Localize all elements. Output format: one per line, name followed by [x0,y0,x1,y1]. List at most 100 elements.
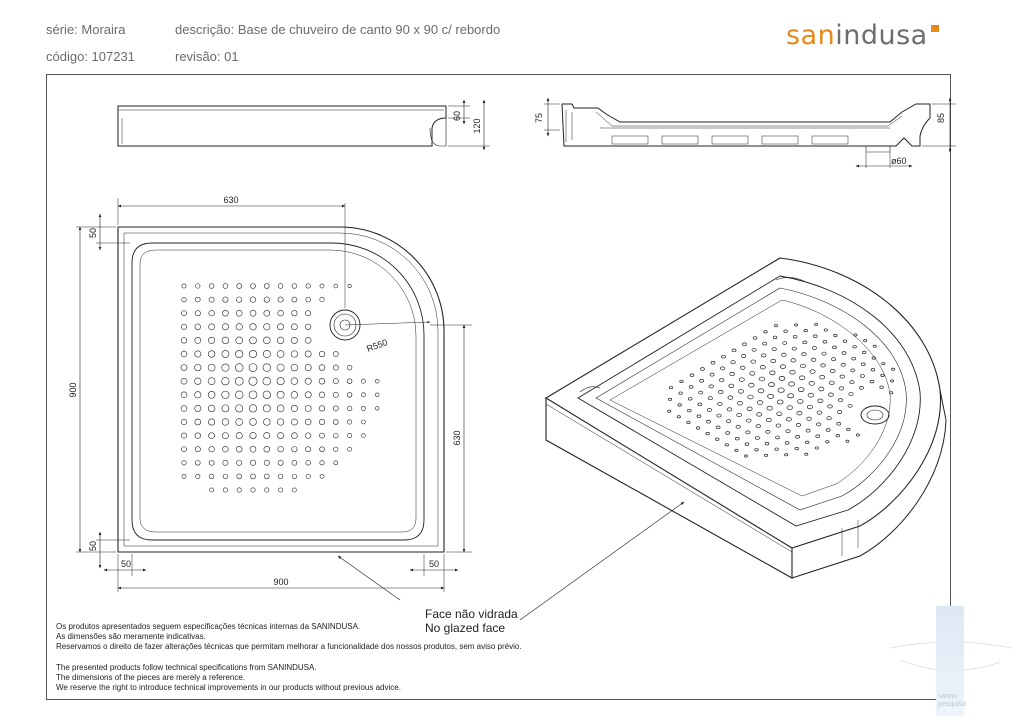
iso-dot [765,429,771,434]
iso-dot [802,340,808,345]
plan-dot [318,405,326,412]
plan-dot [346,378,353,384]
plan-dot [305,446,312,453]
iso-dot [879,385,884,389]
iso-dot [755,436,760,440]
plan-dot [207,350,216,358]
plan-dot [332,405,339,412]
plan-dot [276,350,285,358]
code-label: código: 107231 [46,49,135,64]
logo-part-san: san [786,20,836,51]
plan-dot [319,474,325,479]
dim-side-75: 75 [534,113,544,123]
iso-dot [758,376,766,382]
plan-dot [319,297,325,303]
iso-dot [718,390,724,395]
iso-dot [771,347,777,352]
note-pt-2: As dimensões são meramente indicativas. [56,632,206,641]
iso-dot [745,430,751,435]
iso-dot [870,368,876,372]
plan-dot [235,418,243,426]
iso-dot [687,397,693,401]
plan-dot [305,473,311,479]
plan-dot [361,433,366,438]
iso-dot [725,431,731,435]
plan-dot [195,473,201,479]
plan-dot [208,432,215,439]
iso-dot [697,402,703,407]
no-glazed-face-callout: Face não vidrada No glazed face [425,607,518,635]
plan-dot [333,460,339,466]
plan-dot [263,296,270,303]
plan-dot [249,309,257,317]
iso-dot [776,399,784,405]
plan-dot [264,487,270,493]
plan-dot [222,309,229,317]
iso-dot [806,404,813,410]
iso-dot [738,377,745,382]
plan-dot [277,283,284,289]
iso-dot [811,346,817,350]
iso-dot [803,329,808,333]
iso-dot [677,403,682,407]
iso-dot [781,352,787,357]
iso-dot [767,393,774,399]
iso-dot [890,379,895,383]
iso-dot [746,406,753,411]
plan-dot [290,363,299,372]
plan-dot [222,296,229,303]
iso-dot [823,328,828,332]
plan-dot [290,336,298,344]
iso-dot [814,322,819,326]
iso-dot [862,350,867,354]
iso-dot [786,417,792,422]
isometric-anti-slip-dots [667,322,895,458]
logo-part-indusa: indusa [835,20,928,51]
plan-dot [318,364,326,371]
plan-dot [221,323,229,331]
plan-dot [347,419,353,425]
iso-dot [750,359,756,364]
watermark-text: sannu pesquisa [938,693,966,709]
iso-dot [797,399,804,404]
iso-dot [786,405,793,410]
iso-dot [848,392,854,396]
dim-drain-diameter: ø60 [891,156,907,166]
iso-dot [734,448,739,452]
iso-dot [695,426,701,430]
iso-dot [716,413,722,418]
plan-dot [304,377,312,385]
iso-dot [724,443,729,447]
callout-text-pt: Face não vidrada [425,607,518,621]
note-en-3: We reserve the right to introduce techni… [56,683,401,692]
plan-dot [262,390,271,399]
iso-dot [849,380,855,385]
isometric-view [337,257,947,621]
plan-dot [249,445,257,453]
plan-dot [249,296,257,303]
iso-dot [840,362,846,367]
iso-dot [850,368,856,373]
description-label: descrição: Base de chuveiro de canto 90 … [175,22,501,37]
iso-dot [871,356,876,360]
plan-dot [318,378,326,385]
iso-dot [720,366,726,371]
plan-dot [332,351,339,357]
iso-dot [728,383,735,388]
iso-dot [846,427,851,432]
iso-dot [815,434,820,438]
iso-dot [731,348,737,353]
iso-dot [842,339,848,343]
iso-dot [845,439,850,443]
iso-dot [757,388,765,394]
iso-dot [741,354,747,358]
iso-dot [822,340,828,344]
plan-dot [195,296,201,303]
plan-dot [248,349,258,359]
plan-dot [277,432,284,439]
plan-dot [263,336,271,345]
iso-dot [891,367,895,371]
iso-dot [705,431,710,436]
plan-dot [194,432,201,439]
iso-dot [754,448,759,452]
